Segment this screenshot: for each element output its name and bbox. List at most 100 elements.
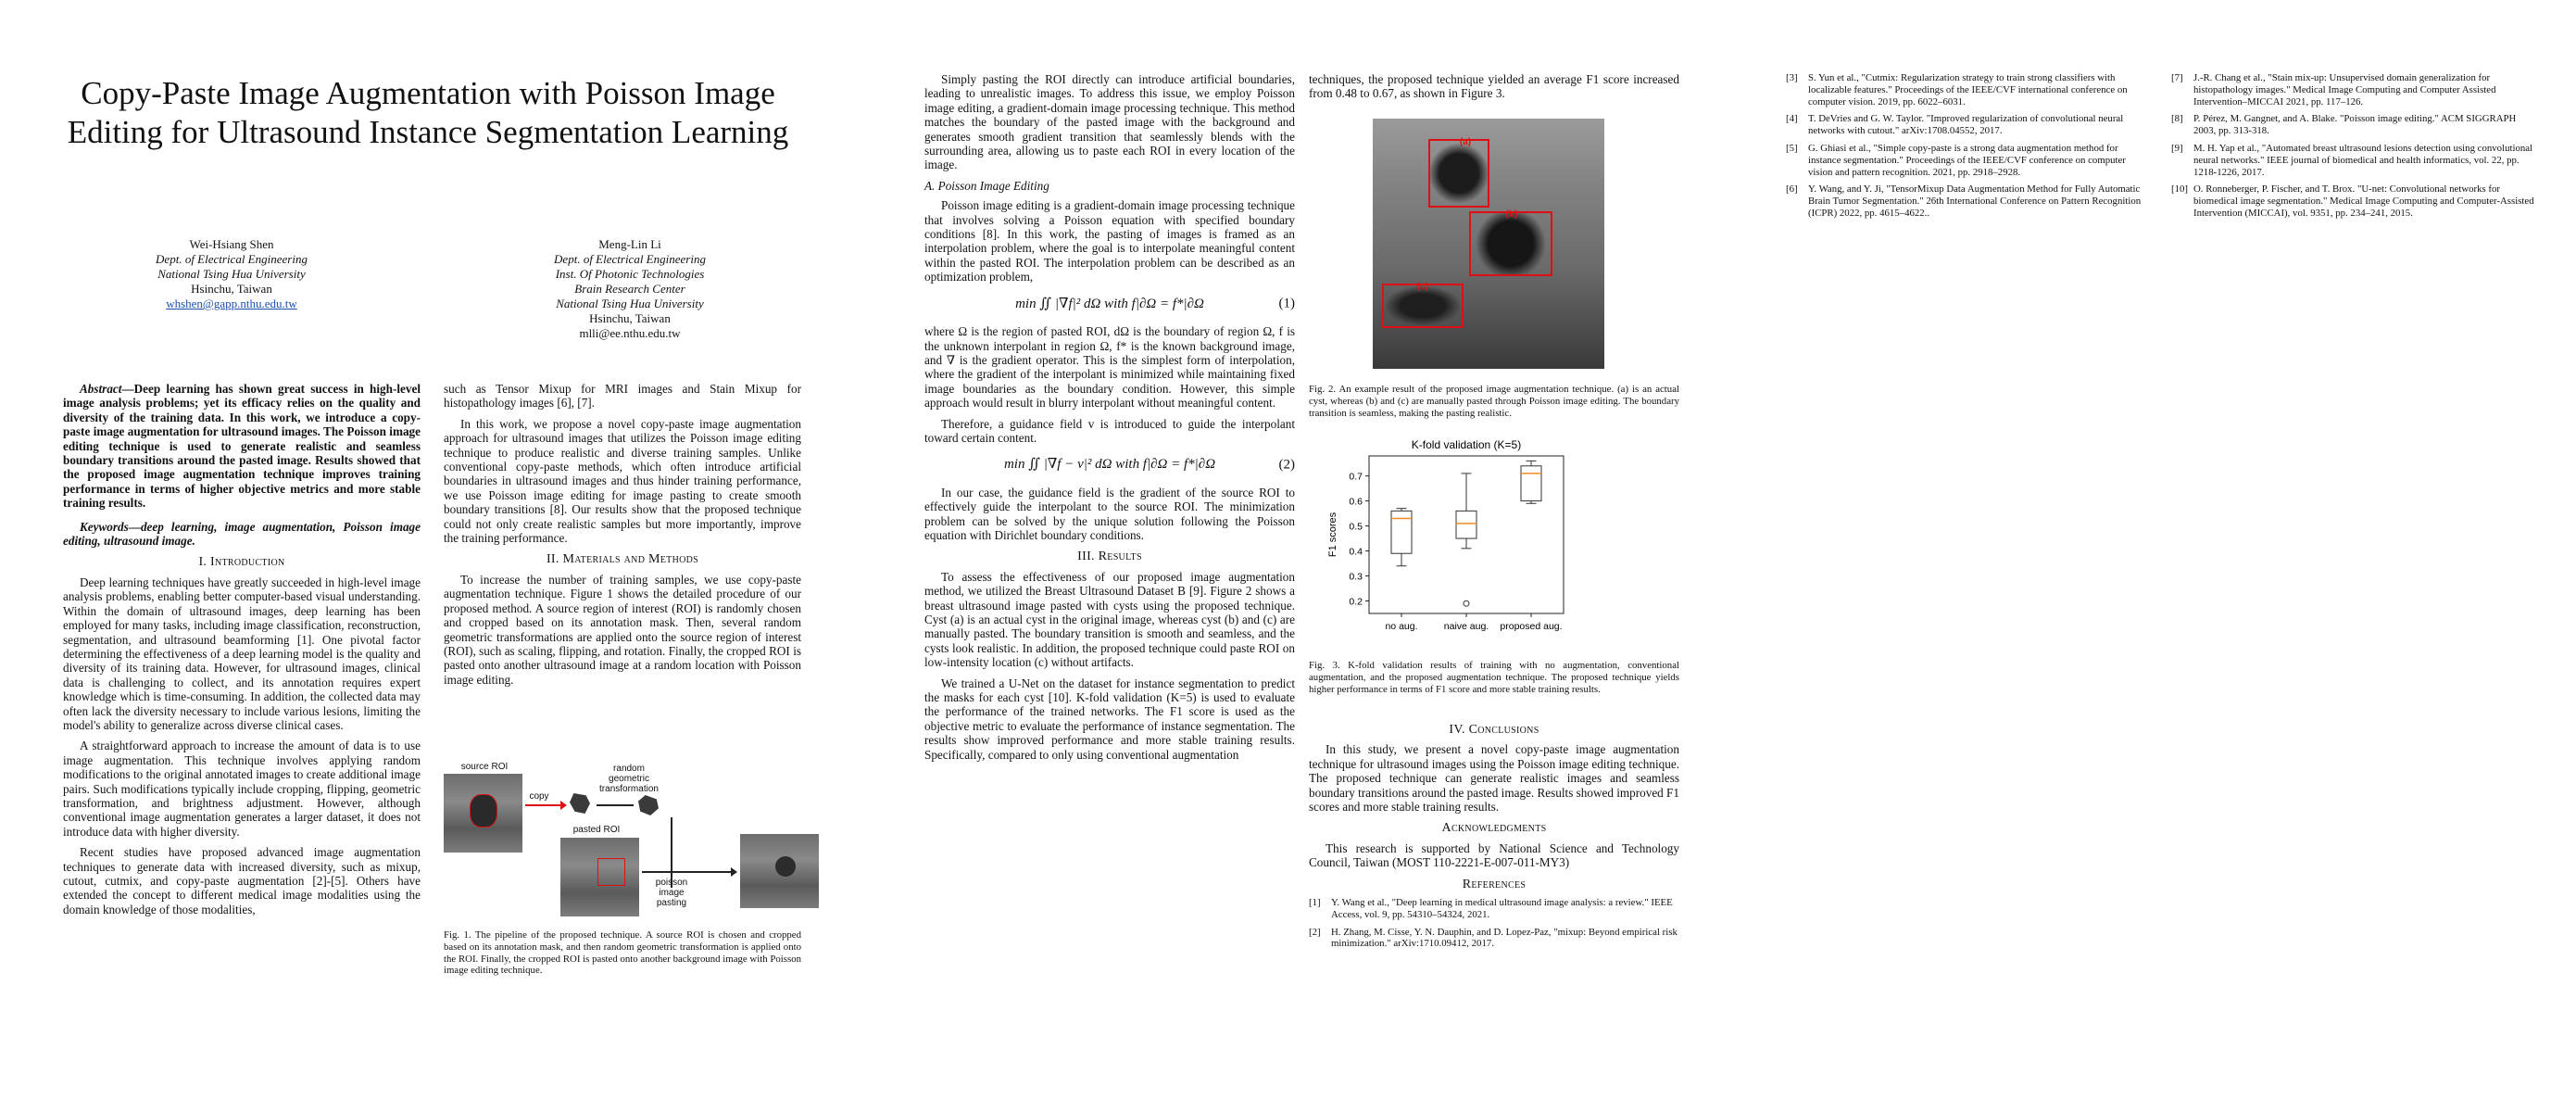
- equation-2: min ∬ |∇f − v|² dΩ with f|∂Ω = f*|∂Ω(2): [924, 457, 1296, 473]
- p3a-reference-item: [4] T. DeVries and G. W. Taylor. "Improve…: [1786, 113, 2152, 137]
- page-1: Copy-Paste Image Augmentation with Poiss…: [0, 0, 834, 1112]
- reference-text: Y. Wang et al., "Deep learning in medica…: [1331, 897, 1673, 920]
- cyst-b-box: [1469, 211, 1552, 276]
- p2c2-paragraph-1: techniques, the proposed technique yield…: [1309, 72, 1679, 101]
- figure-2-caption: Fig. 2. An example result of the propose…: [1309, 384, 1679, 419]
- intro-paragraph-1: Deep learning techniques have greatly su…: [63, 575, 421, 732]
- cyst-a-label: (a): [1459, 137, 1472, 147]
- author-1-city: Hsinchu, Taiwan: [191, 282, 272, 296]
- intro-paragraph-3: Recent studies have proposed advanced im…: [63, 845, 421, 916]
- fig1-geometric-text: geometric: [609, 774, 649, 784]
- reference-text: S. Yun et al., "Cutmix: Regularization s…: [1808, 72, 2128, 107]
- reference-text: O. Ronneberger, P. Fischer, and T. Brox.…: [2193, 183, 2534, 219]
- page2-column-2: techniques, the proposed technique yield…: [1309, 72, 1679, 107]
- author-2-city: Hsinchu, Taiwan: [589, 311, 671, 325]
- section-conclusions-heading: IV. Conclusions: [1449, 723, 1539, 737]
- source-roi-box: [470, 794, 497, 828]
- figure-1: source ROI copy random geometric transfo…: [444, 760, 819, 922]
- reference-text: T. DeVries and G. W. Taylor. "Improved r…: [1808, 113, 2124, 137]
- reference-number: [9]: [2171, 142, 2183, 154]
- abstract: Abstract—Deep learning has shown great s…: [63, 382, 421, 511]
- author-1-dept: Dept. of Electrical Engineering: [156, 252, 308, 266]
- fig1-poisson-text: poisson: [655, 878, 688, 888]
- y-tick-label: 0.4: [1349, 547, 1363, 558]
- conclusions-paragraph: In this study, we present a novel copy-p…: [1309, 742, 1679, 815]
- chart-title: K-fold validation (K=5): [1412, 438, 1521, 451]
- paste-arrow-join: [642, 871, 707, 873]
- fig1-transformation-text: transformation: [599, 784, 659, 794]
- reference-text: P. Pérez, M. Gangnet, and A. Blake. "Poi…: [2193, 113, 2517, 137]
- figure-3-boxplot: K-fold validation (K=5)F1 scores0.20.30.…: [1327, 438, 1564, 632]
- reference-number: [8]: [2171, 113, 2183, 125]
- author-2-inst: Inst. Of Photonic Technologies: [555, 267, 705, 281]
- fig1-random-text: random: [613, 764, 645, 774]
- result-ultrasound-image: [740, 834, 819, 908]
- section-methods-heading: II. Materials and Methods: [546, 552, 699, 567]
- x-tick-label: proposed aug.: [1500, 621, 1562, 632]
- section-introduction-heading: I. Introduction: [198, 555, 285, 570]
- section-results-heading: III. Results: [1077, 550, 1142, 564]
- results-paragraph-1: To assess the effectiveness of our propo…: [924, 569, 1295, 670]
- section-acknowledgments-heading: Acknowledgments: [1441, 821, 1547, 836]
- abstract-label: Abstract: [80, 382, 122, 396]
- page-2: Simply pasting the ROI directly can intr…: [876, 0, 1724, 1112]
- intro-paragraph-2: A straightforward approach to increase t…: [63, 739, 421, 839]
- fig1-image-text: image: [659, 888, 685, 898]
- result-arrow-head-icon: [731, 867, 737, 877]
- y-tick-label: 0.3: [1349, 572, 1363, 583]
- page2-column-2-lower: IV. Conclusions In this study, we presen…: [1309, 715, 1679, 955]
- p2-paragraph-5: In our case, the guidance field is the g…: [924, 485, 1295, 542]
- x-tick-label: no aug.: [1385, 621, 1417, 632]
- paste-arrow-vertical: [671, 817, 672, 888]
- p2-paragraph-2: Poisson image editing is a gradient-doma…: [924, 198, 1295, 284]
- subsection-poisson-heading: A. Poisson Image Editing: [924, 178, 1049, 193]
- references-list-page3-col2: [7]J.-R. Chang et al., "Stain mix-up: Un…: [2171, 72, 2537, 225]
- box-iqr: [1520, 465, 1542, 502]
- reference-number: [5]: [1786, 142, 1798, 154]
- figure-3-caption: Fig. 3. K-fold validation results of tra…: [1309, 660, 1679, 695]
- result-arrow: [707, 871, 733, 873]
- reference-text: M. H. Yap et al., "Automated breast ultr…: [2193, 142, 2533, 178]
- reference-text: G. Ghiasi et al., "Simple copy-paste is …: [1808, 142, 2126, 178]
- author-1-email-link[interactable]: whshen@gapp.nthu.edu.tw: [166, 297, 297, 310]
- cyst-c-label: (c): [1416, 282, 1429, 292]
- methods-paragraph-1: To increase the number of training sampl…: [444, 572, 801, 687]
- p2-reference-item: [1] Y. Wang et al., "Deep learning in med…: [1309, 897, 1679, 921]
- page-3: [3]S. Yun et al., "Cutmix: Regularizatio…: [1764, 0, 2576, 1112]
- fig1-copy-label: copy: [529, 791, 549, 802]
- col2-paragraph-2: In this work, we propose a novel copy-pa…: [444, 416, 801, 546]
- reference-text: Y. Wang, and Y. Ji, "TensorMixup Data Au…: [1808, 183, 2142, 219]
- author-2: Meng-Lin Li Dept. of Electrical Engineer…: [491, 237, 769, 341]
- y-tick-label: 0.2: [1349, 597, 1363, 608]
- p3a-reference-item: [3]S. Yun et al., "Cutmix: Regularizatio…: [1786, 72, 2152, 107]
- p3b-reference-item: [7]J.-R. Chang et al., "Stain mix-up: Un…: [2171, 72, 2537, 107]
- equation-2-number: (2): [1278, 457, 1296, 473]
- pasted-roi-box: [597, 858, 625, 886]
- p3b-reference-item: [9] M. H. Yap et al., "Automated breast u…: [2171, 143, 2537, 178]
- keywords-label: Keywords: [80, 519, 129, 534]
- author-2-univ: National Tsing Hua University: [556, 297, 704, 310]
- p3b-reference-item: [8] P. Pérez, M. Gangnet, and A. Blake. "…: [2171, 113, 2537, 137]
- fig1-pasting-text: pasting: [656, 898, 687, 908]
- y-tick-label: 0.5: [1349, 522, 1363, 533]
- p3a-reference-item: [5] G. Ghiasi et al., "Simple copy-paste …: [1786, 143, 2152, 178]
- equation-1-number: (1): [1278, 296, 1296, 311]
- reference-number: [1]: [1309, 897, 1321, 909]
- fig1-source-label: source ROI: [460, 762, 509, 772]
- p2-paragraph-3: where Ω is the region of pasted ROI, dΩ …: [924, 324, 1295, 411]
- box-iqr: [1455, 510, 1477, 539]
- outlier-point: [1463, 600, 1470, 607]
- page1-column-2: such as Tensor Mixup for MRI images and …: [444, 382, 801, 693]
- fig1-transform-label: random geometric transformation: [597, 764, 661, 794]
- background-ultrasound-image: [560, 838, 639, 916]
- box-iqr: [1390, 510, 1413, 554]
- p2-paragraph-1: Simply pasting the ROI directly can intr…: [924, 72, 1295, 172]
- x-tick-label: naive aug.: [1444, 621, 1489, 632]
- reference-number: [7]: [2171, 72, 2183, 83]
- source-ultrasound-image: [444, 774, 522, 853]
- transformed-roi-shape: [638, 795, 659, 815]
- page1-column-1: Abstract—Deep learning has shown great s…: [63, 382, 421, 923]
- copy-arrow: [525, 804, 562, 806]
- references-list-page3-col1: [3]S. Yun et al., "Cutmix: Regularizatio…: [1786, 72, 2152, 225]
- reference-number: [4]: [1786, 113, 1798, 125]
